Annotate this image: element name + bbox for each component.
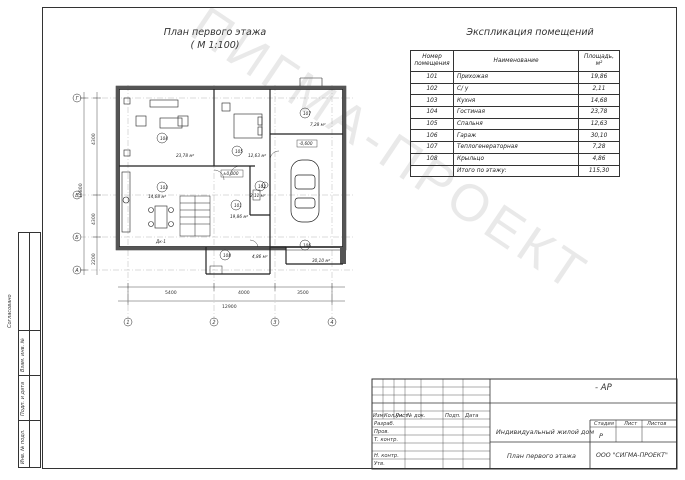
wall-fill (116, 86, 346, 264)
dim-v-2: 2200 (91, 253, 97, 265)
axis-label-1: 1 (126, 320, 129, 326)
tb-role-developer: Разраб. (374, 421, 395, 427)
dimension-labels: 5400 4000 3500 12900 4300 4300 2200 1080… (78, 133, 309, 310)
tb-role-checker: Пров. (374, 429, 390, 435)
drawing-frame (42, 7, 677, 469)
stage-value: Р (599, 432, 603, 440)
table-header-row: Номер помещения Наименование Площадь, м² (410, 50, 620, 72)
plan-labels: 104 23,78 м² 105 12,63 м² 103 14,68 м² 1… (148, 111, 330, 263)
plan-title: План первого этажа ( М 1:100) (150, 26, 280, 52)
tb-role-tcontrol: Т. контр. (374, 437, 399, 443)
room-tags (156, 107, 311, 261)
plan-title-text: План первого этажа (163, 27, 267, 38)
axis-label-3: 3 (273, 320, 276, 326)
header-number: Номер помещения (410, 50, 454, 72)
room-num-103: 103 (160, 185, 168, 190)
dim-h-0: 5400 (165, 290, 177, 296)
explication-table: Номер помещения Наименование Площадь, м²… (410, 50, 620, 178)
room-area-105: 12,63 м² (248, 153, 266, 158)
room-area-108: 4,86 м² (252, 254, 268, 259)
room-area-103: 14,68 м² (148, 194, 166, 199)
header-area: Площадь, м² (578, 50, 620, 72)
explication-title: Экспликация помещений (466, 27, 594, 38)
room-area-101: 19,86 м² (230, 214, 248, 219)
room-num-107: 107 (303, 111, 311, 116)
tb-col-count: Кол.уч. (384, 413, 404, 419)
room-num-102: 102 (258, 184, 266, 189)
dimensions (80, 92, 345, 305)
axis-grid (80, 85, 355, 320)
header-name: Наименование (453, 50, 579, 72)
axis-markers (72, 93, 337, 327)
project-name: Индивидуальный жилой дом (496, 428, 595, 436)
bed (221, 102, 263, 139)
axis-labels: 1 2 3 4 Г В Б А (74, 96, 333, 326)
company-name: ООО "СИГМА-ПРОЕКТ" (596, 452, 668, 459)
room-area-104: 23,78 м² (176, 153, 194, 158)
car (290, 159, 320, 223)
axis-label-a: А (74, 268, 79, 274)
dim-v-1: 4300 (91, 213, 97, 225)
stage-header: Стадия (594, 421, 614, 427)
room-num-104: 104 (160, 136, 168, 141)
label-dk: Дк-1 (155, 239, 166, 244)
tb-role-approved: Утв. (374, 461, 385, 467)
dim-v-total: 10800 (78, 183, 84, 198)
axis-label-2: 2 (212, 320, 215, 326)
axis-label-b: Б (75, 235, 79, 241)
bathroom-fixtures (252, 181, 269, 201)
kitchen-furniture (121, 171, 174, 233)
tb-role-ncontrol: Н. контр. (374, 453, 399, 459)
tb-col-sign: Подп. (445, 413, 461, 419)
room-num-105: 105 (235, 149, 243, 154)
room-area-102: 2,11 м² (250, 193, 266, 198)
dim-h-2: 3500 (297, 290, 309, 296)
room-num-101: 101 (234, 203, 242, 208)
porch (209, 265, 223, 275)
living-furniture (123, 97, 189, 157)
dim-h-1: 4000 (238, 290, 250, 296)
level-mark-0: ±0,000 (223, 171, 239, 176)
table-total-row: Итого по этажу:115,30 (410, 164, 620, 178)
sheet-header: Лист (624, 421, 638, 427)
staircase (179, 195, 211, 237)
tb-col-sheet: Лист (395, 413, 409, 419)
dim-v-0: 4300 (91, 133, 97, 145)
tb-col-doc: № док. (407, 413, 426, 419)
doc-code: - АР (595, 383, 612, 393)
room-num-108: 108 (223, 253, 231, 258)
interior-walls (119, 89, 343, 275)
tb-col-date: Дата (465, 413, 479, 419)
dim-total: 12900 (222, 304, 237, 310)
axis-label-v: В (75, 193, 79, 199)
plan-scale: ( М 1:100) (190, 40, 240, 51)
title-block (371, 378, 678, 470)
room-area-107: 7,28 м² (310, 122, 326, 127)
sheets-header: Листов (647, 421, 667, 427)
tb-col-change: Изм. (373, 413, 386, 419)
axis-label-g: Г (76, 96, 80, 102)
room-area-106: 30,10 м² (312, 258, 330, 263)
room-num-106: 106 (303, 243, 311, 248)
sheet-name: План первого этажа (507, 452, 576, 460)
axis-label-4: 4 (330, 320, 333, 326)
level-mark-1: -0,600 (299, 141, 313, 146)
